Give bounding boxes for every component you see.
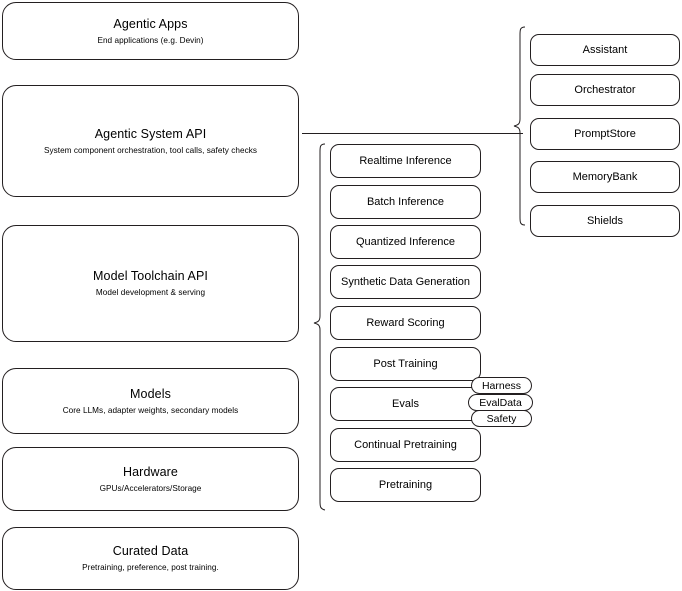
capability-box-evals[interactable]: Evals [330,387,481,421]
eval-badge-label: Harness [481,379,522,392]
capability-label: Reward Scoring [366,317,445,329]
component-label: Assistant [582,44,628,56]
layer-box-hardware[interactable]: Hardware GPUs/Accelerators/Storage [2,447,299,511]
capability-box-post-training[interactable]: Post Training [330,347,481,381]
component-label: Orchestrator [574,84,636,96]
capability-label: Quantized Inference [355,236,456,248]
layer-box-model-toolchain-api[interactable]: Model Toolchain API Model development & … [2,225,299,342]
component-box-shields[interactable]: Shields [530,205,680,237]
layer-title: Models [130,386,171,401]
component-box-orchestrator[interactable]: Orchestrator [530,74,680,106]
eval-badge-label: Safety [486,412,517,425]
capability-box-pretraining[interactable]: Pretraining [330,468,481,502]
layer-box-agentic-system-api[interactable]: Agentic System API System component orch… [2,85,299,197]
component-label: Shields [586,215,624,227]
capability-box-quantized-inference[interactable]: Quantized Inference [330,225,481,259]
layer-subtitle: Pretraining, preference, post training. [82,563,219,572]
layer-box-models[interactable]: Models Core LLMs, adapter weights, secon… [2,368,299,434]
component-box-memorybank[interactable]: MemoryBank [530,161,680,193]
capability-label: Pretraining [378,479,433,491]
component-box-assistant[interactable]: Assistant [530,34,680,66]
capability-box-synthetic-data-generation[interactable]: Synthetic Data Generation [330,265,481,299]
eval-badge-label: EvalData [479,396,522,409]
brace-toolchain-capabilities [313,143,326,511]
capability-label: Post Training [373,358,438,370]
eval-badge-harness[interactable]: Harness [471,377,532,394]
eval-badge-safety[interactable]: Safety [471,410,532,427]
capability-box-realtime-inference[interactable]: Realtime Inference [330,144,481,178]
layer-title: Curated Data [112,544,189,558]
component-box-promptstore[interactable]: PromptStore [530,118,680,150]
layer-subtitle: Model development & serving [95,288,206,297]
layer-subtitle: Core LLMs, adapter weights, secondary mo… [62,405,239,415]
capability-label: Evals [392,398,419,410]
capability-box-batch-inference[interactable]: Batch Inference [330,185,481,219]
layer-subtitle: GPUs/Accelerators/Storage [99,483,202,493]
component-label: PromptStore [574,128,636,140]
layer-subtitle: System component orchestration, tool cal… [43,145,258,155]
layer-subtitle: End applications (e.g. Devin) [97,35,204,45]
capability-box-reward-scoring[interactable]: Reward Scoring [330,306,481,340]
layer-box-agentic-apps[interactable]: Agentic Apps End applications (e.g. Devi… [2,2,299,60]
brace-system-components [513,26,526,226]
layer-box-curated-data[interactable]: Curated Data Pretraining, preference, po… [2,527,299,590]
capability-label: Batch Inference [366,196,445,208]
component-label: MemoryBank [572,171,638,183]
capability-label: Synthetic Data Generation [340,276,471,288]
layer-title: Agentic System API [94,126,207,141]
layer-title: Agentic Apps [113,16,188,31]
layer-title: Hardware [123,464,178,479]
connector-line-system-api-to-components [302,133,523,134]
layer-title: Model Toolchain API [93,269,208,283]
capability-box-continual-pretraining[interactable]: Continual Pretraining [330,428,481,462]
eval-badge-evaldata[interactable]: EvalData [468,394,533,411]
capability-label: Continual Pretraining [354,439,457,451]
capability-label: Realtime Inference [359,155,452,167]
